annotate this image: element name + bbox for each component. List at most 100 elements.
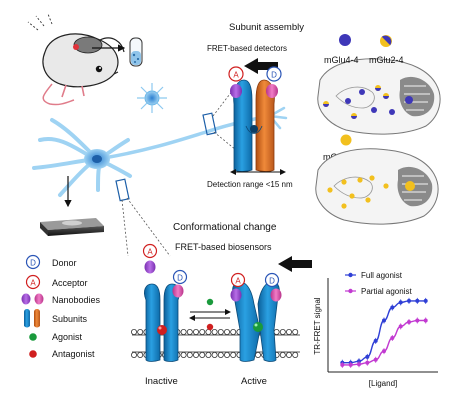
data-point bbox=[423, 318, 428, 323]
inactive-acceptor-nanobody: A bbox=[142, 243, 158, 274]
active-acceptor-label: A bbox=[235, 277, 241, 286]
lipid-head bbox=[285, 328, 292, 335]
data-point bbox=[382, 318, 386, 323]
data-point bbox=[373, 357, 378, 362]
donor-badge-label: D bbox=[271, 71, 277, 80]
data-point bbox=[382, 349, 386, 354]
legend-marker-full-agonist bbox=[348, 272, 353, 278]
data-point bbox=[415, 298, 420, 303]
legend-acceptor-letter: A bbox=[30, 279, 36, 288]
legend: D Donor A Acceptor Nanobodies Subunits A… bbox=[21, 254, 101, 359]
lipid-head bbox=[186, 351, 193, 358]
legend-acceptor-label: Acceptor bbox=[52, 278, 88, 288]
legend-nanobodies-label: Nanobodies bbox=[52, 295, 101, 305]
legend-donor-label: Donor bbox=[52, 258, 77, 268]
lipid-head bbox=[279, 328, 286, 335]
lipid-head bbox=[180, 351, 187, 358]
lipid-head bbox=[137, 351, 144, 358]
lipid-head bbox=[180, 328, 187, 335]
chart-legend: Full agonist Partial agonist bbox=[345, 271, 412, 296]
acceptor-badge-label: A bbox=[233, 71, 239, 80]
data-point bbox=[415, 318, 420, 323]
legend-subunits-icon bbox=[24, 309, 40, 328]
lipid-head bbox=[230, 328, 237, 335]
zoom-box-axon bbox=[202, 85, 237, 151]
active-receptor bbox=[232, 281, 280, 362]
inactive-label: Inactive bbox=[145, 376, 178, 387]
lipid-head bbox=[205, 351, 212, 358]
active-donor-label: D bbox=[269, 277, 275, 286]
lipid-head bbox=[279, 351, 286, 358]
lipid-head bbox=[223, 351, 230, 358]
sample-tube-icon bbox=[129, 37, 143, 67]
lipid-head bbox=[230, 351, 237, 358]
data-point bbox=[357, 362, 361, 367]
legend-marker-partial-agonist bbox=[348, 288, 353, 294]
chart-marks bbox=[340, 297, 428, 368]
conformational-subtitle: FRET-based biosensors bbox=[175, 242, 272, 252]
lipid-head bbox=[192, 328, 199, 335]
lipid-head bbox=[137, 328, 144, 335]
lipid-head bbox=[217, 351, 224, 358]
data-point bbox=[373, 338, 378, 343]
legend-dot-mglu4-4 bbox=[339, 34, 351, 46]
series-line-1 bbox=[342, 319, 426, 366]
lipid-head bbox=[292, 328, 299, 335]
dimer-receptor-assembly: A D bbox=[228, 66, 282, 172]
data-point bbox=[365, 360, 370, 365]
lipid-head bbox=[217, 328, 224, 335]
legend-dot-mglu2-2 bbox=[340, 134, 352, 146]
active-donor-nanobody: D bbox=[264, 272, 282, 302]
lipid-head bbox=[211, 351, 218, 358]
subunit-assembly-title: Subunit assembly bbox=[229, 22, 304, 33]
lipid-head bbox=[292, 351, 299, 358]
zoom-box-dendrite bbox=[115, 178, 171, 257]
lipid-head bbox=[285, 351, 292, 358]
mouse-illustration bbox=[27, 13, 125, 106]
data-point bbox=[407, 320, 411, 324]
brain-label-mglu4-4: mGlu4-4 bbox=[324, 55, 359, 65]
inactive-donor-label: D bbox=[177, 274, 183, 283]
dose-response-chart: TR-FRET signal [Ligand] Full agonist Par… bbox=[313, 271, 438, 388]
data-point bbox=[423, 298, 428, 303]
lipid-head bbox=[199, 328, 206, 335]
legend-agonist-label: Agonist bbox=[52, 332, 83, 342]
lipid-head bbox=[192, 351, 199, 358]
lipid-head bbox=[211, 328, 218, 335]
chart-y-label: TR-FRET signal bbox=[313, 297, 322, 354]
lipid-head bbox=[273, 328, 280, 335]
brain-map-top bbox=[317, 58, 441, 135]
data-point bbox=[390, 305, 395, 310]
legend-acceptor-icon: A bbox=[25, 274, 41, 290]
chart-x-label: [Ligand] bbox=[369, 379, 397, 388]
equilibrium-arrows bbox=[189, 298, 231, 331]
legend-donor-letter: D bbox=[30, 259, 36, 268]
legend-agonist-icon bbox=[29, 333, 37, 341]
legend-partial-agonist-label: Partial agonist bbox=[361, 287, 412, 296]
inactive-donor-nanobody: D bbox=[172, 269, 188, 298]
big-arrow-left-icon-2 bbox=[278, 256, 312, 272]
brain-label-mglu2-4: mGlu2-4 bbox=[369, 55, 404, 65]
lipid-head bbox=[254, 351, 261, 358]
legend-nanobodies-icon bbox=[21, 293, 44, 305]
data-point bbox=[390, 336, 395, 340]
active-label: Active bbox=[241, 376, 267, 387]
lipid-head bbox=[186, 328, 193, 335]
detection-range-label: Detection range <15 nm bbox=[207, 180, 293, 189]
small-neuron-icon bbox=[137, 83, 167, 113]
legend-subunits-label: Subunits bbox=[52, 314, 88, 324]
data-point bbox=[398, 324, 403, 329]
active-acceptor-nanobody: A bbox=[230, 272, 246, 302]
brain-map-bottom bbox=[315, 148, 439, 225]
inactive-receptor bbox=[144, 283, 180, 362]
data-point bbox=[398, 300, 403, 305]
subunit-assembly-subtitle: FRET-based detectors bbox=[207, 44, 287, 53]
data-point bbox=[348, 362, 353, 367]
legend-antagonist-label: Antagonist bbox=[52, 349, 95, 359]
brain-slice-icon bbox=[40, 218, 104, 236]
lipid-head bbox=[130, 328, 137, 335]
data-point bbox=[407, 298, 411, 303]
lipid-head bbox=[130, 351, 137, 358]
legend-antagonist-icon bbox=[29, 350, 37, 358]
